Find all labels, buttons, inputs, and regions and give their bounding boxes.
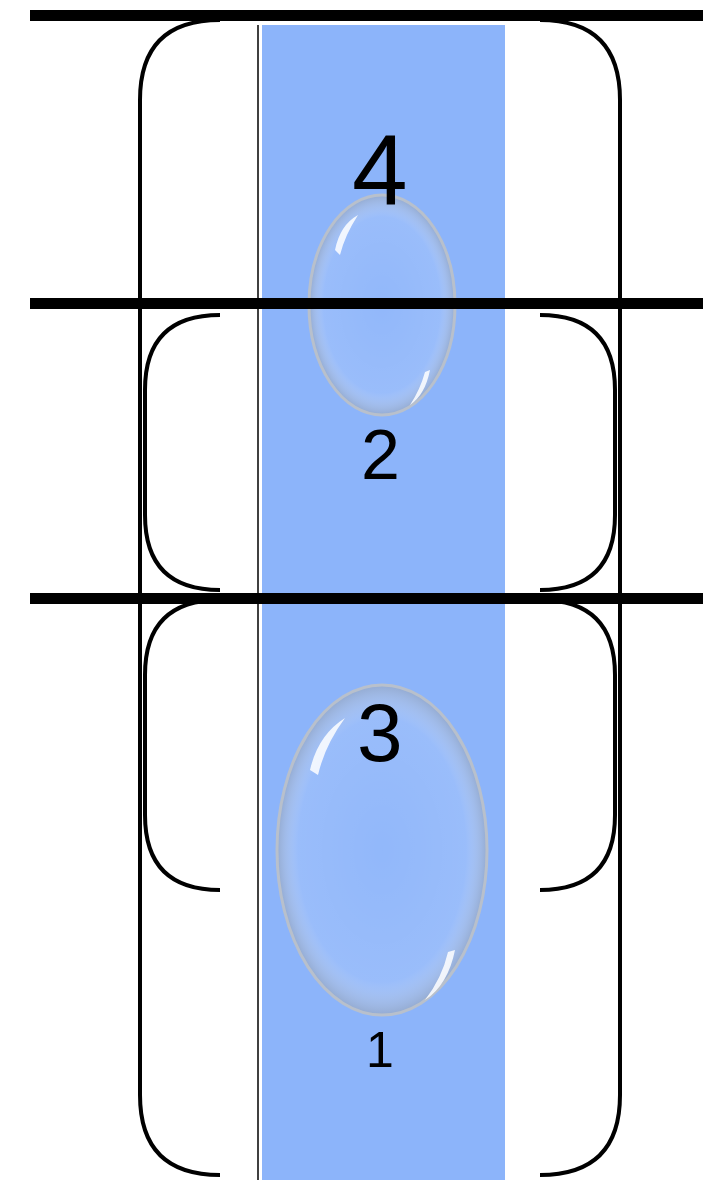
callout-number: 1 (366, 1025, 394, 1075)
callout-number: 4 (352, 120, 408, 220)
boundary-line (30, 593, 703, 604)
boundary-line (30, 10, 703, 21)
bracket (540, 600, 615, 890)
bracket (145, 600, 220, 890)
callout-number: 3 (357, 692, 403, 774)
boundary-lines (30, 10, 703, 604)
callout-number: 2 (361, 420, 400, 490)
bubble (277, 685, 487, 1015)
bracket (145, 315, 220, 590)
boundary-line (30, 298, 703, 309)
bubbles (277, 195, 487, 1015)
bracket (540, 315, 615, 590)
highlight (425, 950, 455, 1000)
highlight (410, 370, 430, 405)
highlight (335, 215, 358, 255)
highlight (310, 718, 345, 775)
